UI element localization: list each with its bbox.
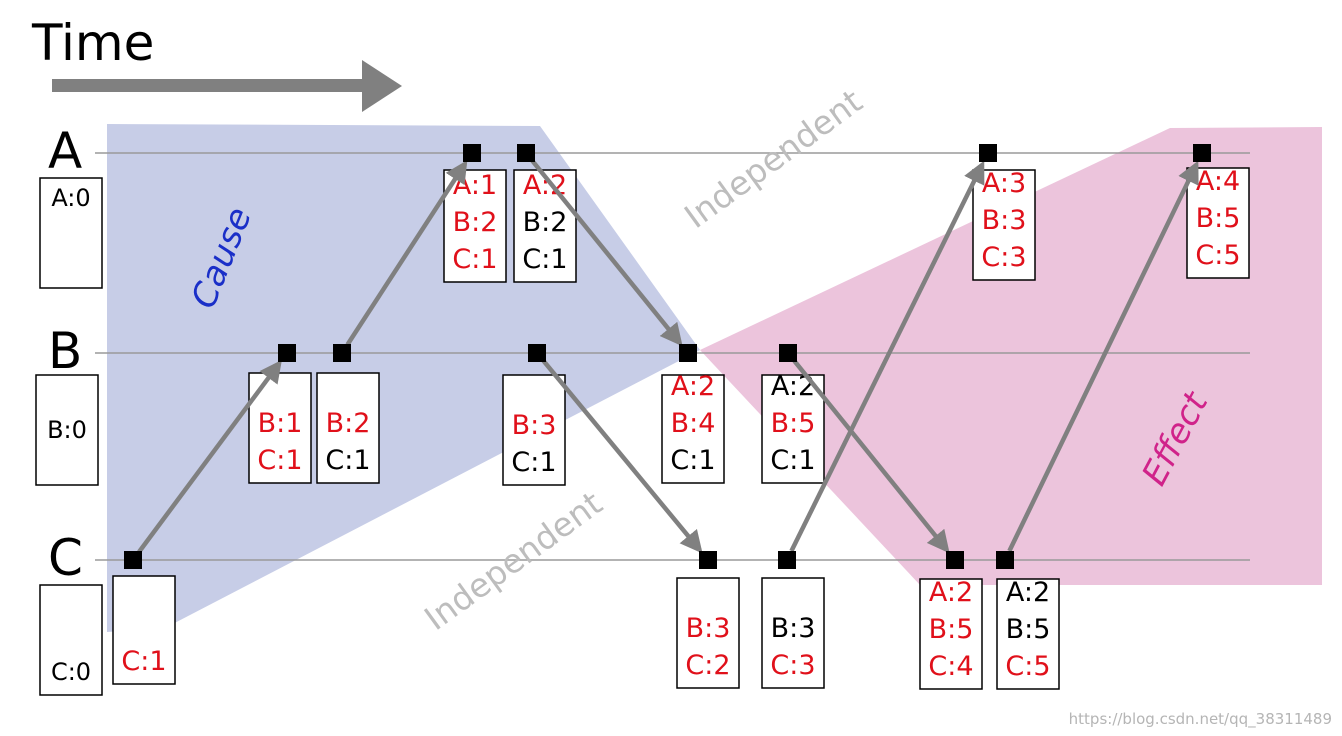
clock-entry: C:2 (685, 650, 730, 681)
clock-entry: C:5 (1195, 240, 1240, 271)
clock-entry: C:3 (770, 650, 815, 681)
clock-box-a1 (443, 169, 507, 283)
event-marker-b4 (679, 344, 697, 362)
independent-label-upper: Independent (677, 81, 869, 236)
initial-clock-box-a (39, 177, 103, 289)
process-label-c: C (48, 529, 83, 587)
message-arrow-b2-a1 (345, 160, 468, 346)
clock-entry: B:5 (929, 614, 974, 645)
event-marker-c5 (996, 551, 1014, 569)
clock-entry: A:2 (671, 371, 715, 402)
initial-clock-value: B:0 (47, 416, 87, 444)
time-arrow (52, 60, 402, 112)
clock-box-b5 (761, 374, 825, 484)
process-label-b: B (48, 322, 82, 380)
initial-clock-box-c (39, 584, 103, 696)
clock-entry: A:4 (1196, 166, 1240, 197)
clock-box-b2 (316, 372, 380, 484)
clock-entry: B:2 (453, 207, 498, 238)
clock-entry: B:1 (258, 408, 303, 439)
effect-region (700, 127, 1322, 585)
clock-box-c3 (761, 577, 825, 689)
event-marker-b5 (779, 344, 797, 362)
clock-entry: B:3 (771, 613, 816, 644)
clock-entry: B:5 (771, 408, 816, 439)
event-marker-c1 (124, 551, 142, 569)
clock-entry: A:3 (982, 168, 1026, 199)
clock-box-b3 (502, 374, 566, 486)
event-marker-a1 (463, 144, 481, 162)
clock-entry: A:2 (929, 577, 973, 608)
clock-entry: A:2 (1006, 577, 1050, 608)
message-arrow-c1-b1 (137, 359, 282, 554)
clock-entry: C:5 (1005, 651, 1050, 682)
clock-entry: B:4 (671, 408, 716, 439)
clock-entry: C:1 (325, 445, 370, 476)
event-marker-c3 (778, 551, 796, 569)
clock-entry: C:1 (257, 445, 302, 476)
clock-box-a4 (1186, 167, 1250, 279)
event-marker-c4 (946, 551, 964, 569)
clock-entry: C:1 (511, 447, 556, 478)
cause-region (107, 124, 700, 632)
clock-entry: C:1 (452, 244, 497, 275)
clock-entry: B:3 (512, 410, 557, 441)
clock-box-c1 (112, 575, 176, 685)
clock-entry: C:1 (770, 445, 815, 476)
event-marker-c2 (699, 551, 717, 569)
clock-entry: C:1 (522, 244, 567, 275)
clock-box-c4 (919, 578, 983, 690)
clock-box-c2 (676, 577, 740, 689)
clock-entry: B:3 (982, 205, 1027, 236)
time-title: Time (31, 14, 154, 72)
event-marker-b3 (528, 344, 546, 362)
process-label-a: A (48, 122, 82, 180)
message-arrow-a2-b4 (530, 159, 683, 347)
message-arrow-c3-a3 (789, 160, 985, 553)
clock-entry: C:1 (670, 445, 715, 476)
initial-clock-box-b (35, 374, 99, 486)
clock-entry: B:2 (523, 207, 568, 238)
clock-entry: B:2 (326, 408, 371, 439)
message-arrow-b3-c2 (541, 359, 703, 554)
clock-box-a3 (972, 169, 1036, 281)
event-marker-b1 (278, 344, 296, 362)
clock-entry: C:1 (121, 646, 166, 677)
clock-entry: B:5 (1006, 614, 1051, 645)
clock-box-a2 (513, 169, 577, 283)
event-marker-a4 (1193, 144, 1211, 162)
clock-box-c5 (996, 578, 1060, 690)
clock-entry: C:4 (928, 651, 973, 682)
message-arrow-b5-c4 (792, 359, 950, 554)
event-marker-a3 (979, 144, 997, 162)
event-marker-a2 (517, 144, 535, 162)
watermark: https://blog.csdn.net/qq_38311489 (1069, 710, 1332, 729)
clock-entry: C:3 (981, 242, 1026, 273)
initial-clock-value: C:0 (51, 658, 91, 686)
event-marker-b2 (333, 344, 351, 362)
clock-entry: B:5 (1196, 203, 1241, 234)
clock-entry: B:3 (686, 613, 731, 644)
message-arrow-c5-a4 (1007, 160, 1199, 552)
clock-box-b4 (661, 374, 725, 484)
initial-clock-value: A:0 (51, 184, 90, 212)
